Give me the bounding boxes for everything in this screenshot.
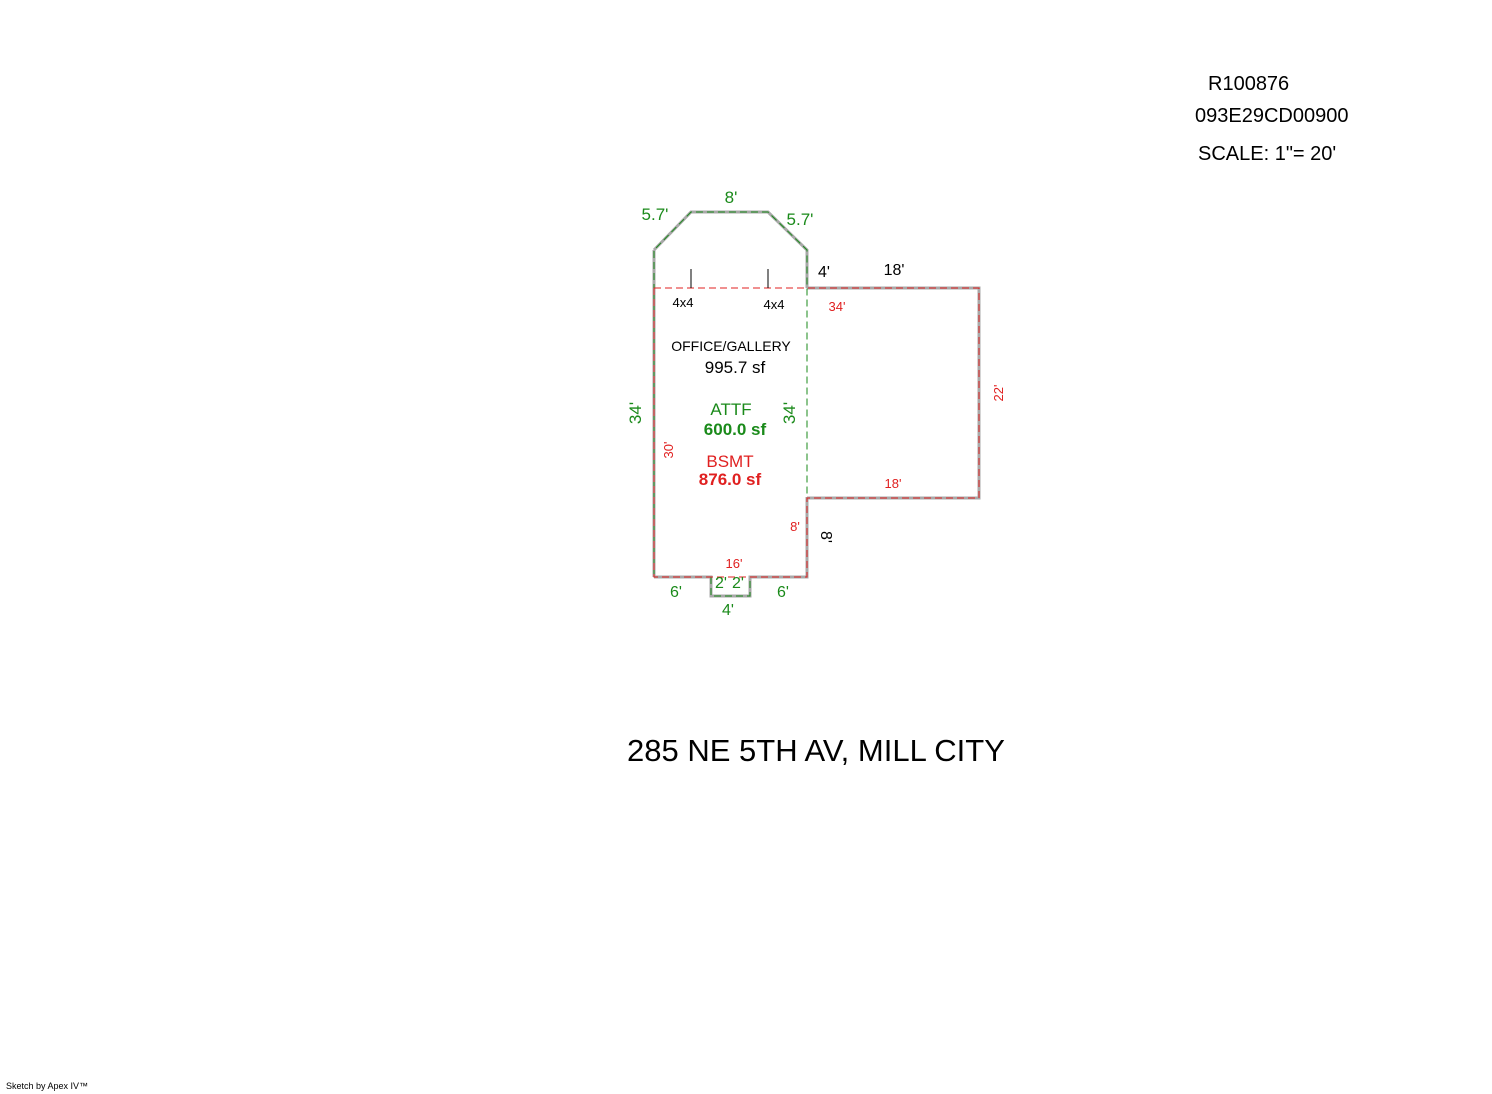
attf-outline [653,211,808,597]
bsmt-area-sf: 876.0 sf [699,470,762,489]
dim-annex-top: 18' [884,262,905,279]
property-address: 285 NE 5TH AV, MILL CITY [627,733,1005,768]
account-number: R100876 [1208,73,1290,95]
dim-annex-bottom-red: 18' [885,476,902,491]
sketch-credit: Sketch by Apex IV™ [6,1081,89,1091]
map-tax-lot: 093E29CD00900 [1195,105,1349,127]
dim-top-8: 8' [725,188,738,207]
post-label: 4x4 [673,295,694,310]
post-ticks [690,269,769,288]
bsmt-area-label: BSMT [706,452,753,471]
scale-label: SCALE: 1"= 20' [1198,143,1337,165]
dim-annex-top-red: 34' [829,299,846,314]
dim-bump-4: 4' [722,602,734,619]
bsmt-outline [653,287,980,578]
dim-left-30-red: 30' [661,442,676,459]
building-outline-gray [652,210,981,598]
office-area-label: OFFICE/GALLERY [671,338,791,354]
dim-bottom-right-6: 6' [777,584,789,601]
dim-bump-2b: 2' [732,575,744,592]
dim-small-4: 4' [818,264,830,281]
dim-bottom-16-red: 16' [726,556,743,571]
dim-inner-34: 34' [780,402,799,424]
dim-top-right-diagonal: 5.7' [787,210,814,229]
dim-left-34: 34' [626,402,645,424]
attf-area-label: ATTF [710,400,751,419]
post-label: 4x4 [764,297,785,312]
dim-notch-8: 8' [817,531,834,543]
attf-area-sf: 600.0 sf [704,420,767,439]
dim-bottom-left-6: 6' [670,584,682,601]
dim-notch-8-red: 8' [790,519,800,534]
dim-bump-2a: 2' [715,575,727,592]
dim-right-22-red: 22' [991,385,1006,402]
office-area-sf: 995.7 sf [705,358,766,377]
dim-top-left-diagonal: 5.7' [642,205,669,224]
